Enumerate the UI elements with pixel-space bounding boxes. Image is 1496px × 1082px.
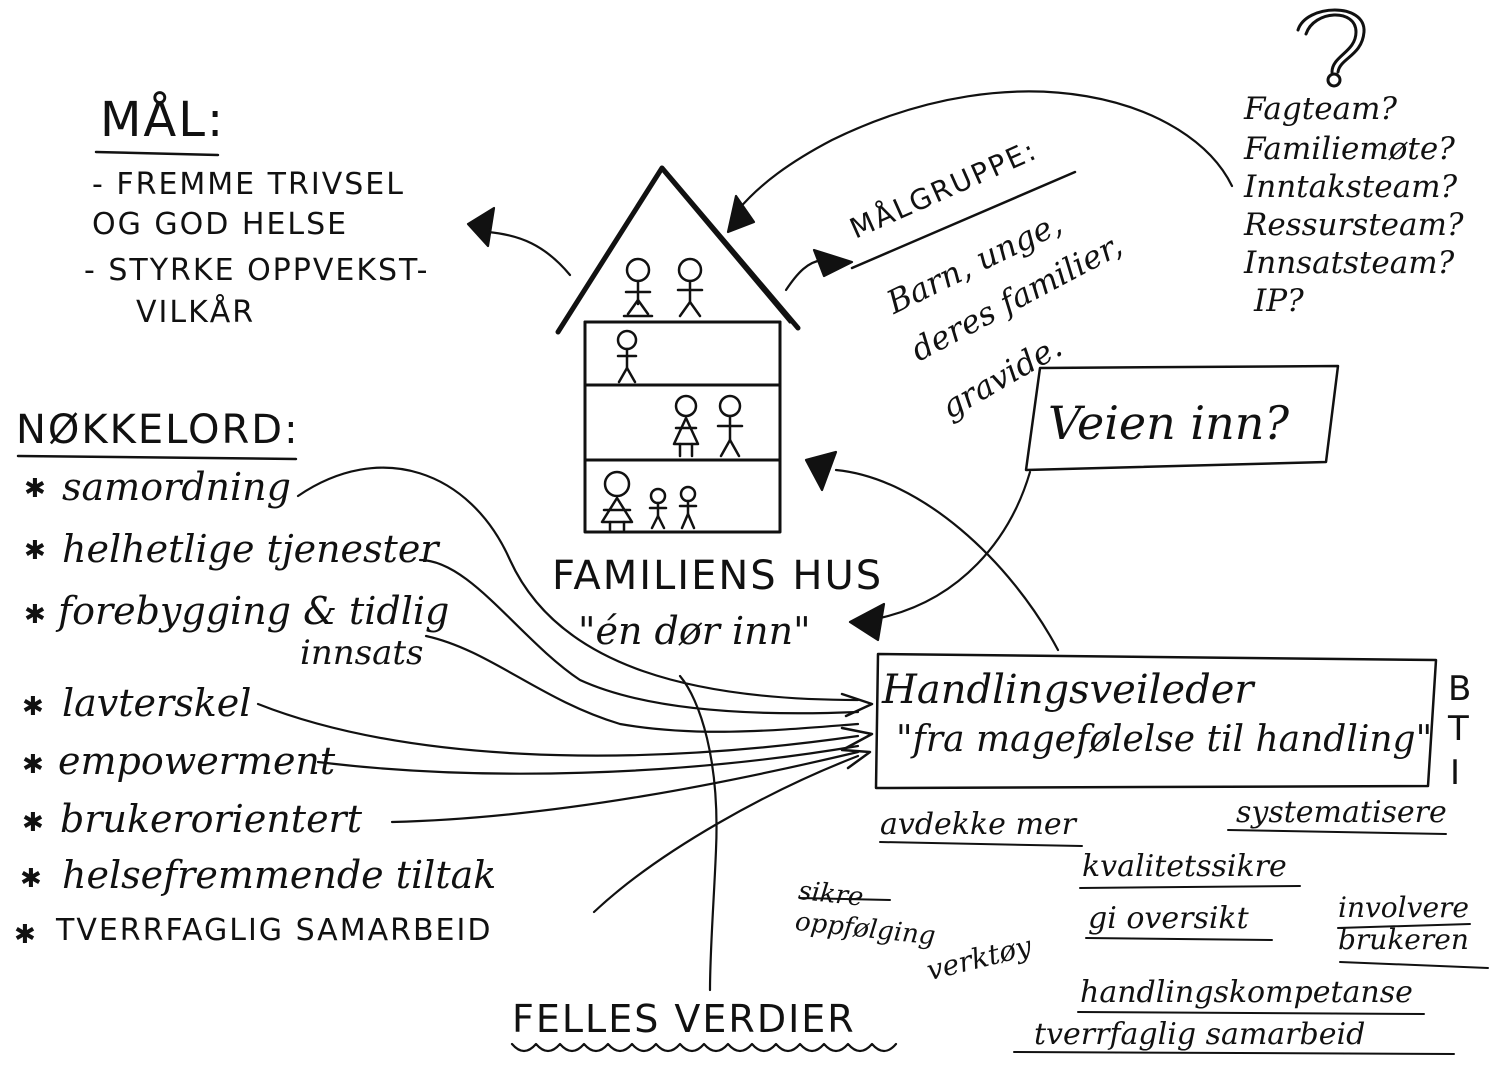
arrow-entry-to-door <box>878 470 1032 620</box>
arrowhead-icon <box>466 206 496 248</box>
star-bullet-icon: ✱ <box>22 692 44 722</box>
line-shared-values <box>678 674 718 992</box>
house-roof <box>555 165 801 335</box>
figure-icon <box>622 257 654 318</box>
star-bullet-icon: ✱ <box>22 750 44 780</box>
house-subtitle: "én dør inn" <box>578 609 811 653</box>
figure-icon <box>678 485 698 530</box>
arrow-keyword-tverrfaglig <box>592 754 860 914</box>
benefit-item: avdekke mer <box>880 807 1076 842</box>
entry-box <box>1024 364 1340 472</box>
keywords-title-underline <box>16 454 298 461</box>
benefit-item: systematisere <box>1236 795 1447 830</box>
arrowhead-icon <box>726 194 756 234</box>
question-mark-icon <box>1296 8 1366 88</box>
figure-icon <box>600 470 634 532</box>
benefit-item: handlingskompetanse <box>1080 975 1413 1010</box>
keyword-item: innsats <box>300 633 424 673</box>
entry-label: Veien inn? <box>1048 396 1290 450</box>
keyword-item: helhetlige tjenester <box>62 527 439 571</box>
keyword-item: empowerment <box>58 739 336 783</box>
star-bullet-icon: ✱ <box>14 920 36 950</box>
house-ridge-edge <box>662 170 792 324</box>
figure-icon <box>648 487 668 530</box>
benefit-item: tverrfaglig samarbeid <box>1034 1017 1366 1052</box>
keywords-title: NØKKELORD: <box>16 407 300 453</box>
star-bullet-icon: ✱ <box>20 864 42 894</box>
goal-item: VILKÅR <box>136 295 256 330</box>
arrowhead-icon <box>804 450 838 492</box>
arrow-keyword-helhetlige <box>418 558 860 715</box>
benefit-item: kvalitetssikre <box>1082 849 1287 884</box>
arrow-questions-to-house <box>736 90 1234 212</box>
question-item: Inntaksteam? <box>1244 169 1458 205</box>
star-bullet-icon: ✱ <box>24 536 46 566</box>
star-bullet-icon: ✱ <box>22 808 44 838</box>
benefit-item: gi oversikt <box>1088 901 1249 936</box>
keyword-item: lavterskel <box>62 681 252 725</box>
figure-icon <box>672 394 700 458</box>
keyword-item: brukerorientert <box>60 797 362 841</box>
benefit-item: involvere brukeren <box>1338 891 1469 957</box>
arrow-keyword-forebygging <box>424 634 860 733</box>
benefit-underlines <box>799 829 1489 1055</box>
house-walls <box>583 320 782 534</box>
goal-item: - STYRKE OPPVEKST- <box>84 253 430 288</box>
arrowheads-fan-icon <box>840 692 874 770</box>
goal-item: OG GOD HELSE <box>92 207 349 242</box>
goal-item: - FREMME TRIVSEL <box>92 167 405 202</box>
figure-icon <box>616 329 638 384</box>
figure-icon <box>676 257 704 318</box>
figure-icon <box>716 394 744 458</box>
guide-side-letter: T <box>1448 709 1469 749</box>
question-item: Fagteam? <box>1244 91 1398 127</box>
target-title-underline <box>850 170 1077 270</box>
star-bullet-icon: ✱ <box>24 474 46 504</box>
guide-title: Handlingsveileder <box>882 667 1254 713</box>
arrow-keyword-samordning <box>296 466 860 702</box>
keyword-item: TVERRFAGLIG SAMARBEID <box>56 913 493 948</box>
guide-side-letter: I <box>1450 753 1461 793</box>
question-item: Familiemøte? <box>1244 131 1455 167</box>
guide-subtitle: "fra magefølelse til handling" <box>896 719 1433 760</box>
question-item: IP? <box>1254 283 1304 319</box>
question-item: Innsatsteam? <box>1244 245 1455 281</box>
keyword-item: forebygging & tidlig <box>58 589 450 633</box>
family-figures <box>600 257 744 532</box>
arrowhead-icon <box>812 248 854 278</box>
arrow-guide-to-house <box>834 468 1060 652</box>
arrow-keyword-brukerorientert <box>390 750 860 824</box>
house-title: FAMILIENS HUS <box>552 553 884 599</box>
guide-side-letter: B <box>1448 669 1472 709</box>
goal-title-underline <box>94 150 220 157</box>
arrow-keyword-empowerment <box>316 744 860 775</box>
arrows <box>256 90 1234 992</box>
star-bullet-icon: ✱ <box>24 600 46 630</box>
arrow-house-to-goal <box>486 230 572 277</box>
arrow-keyword-lavterskel <box>256 702 860 757</box>
shared-values-label: FELLES VERDIER <box>512 997 856 1041</box>
arrow-house-to-targetgroup <box>784 258 824 292</box>
guide-box <box>874 652 1438 790</box>
arrowhead-icon <box>848 602 886 642</box>
house-drawing <box>555 165 801 534</box>
keyword-item: samordning <box>62 465 291 509</box>
keyword-item: helsefremmende tiltak <box>62 853 497 897</box>
question-item: Ressursteam? <box>1244 207 1464 243</box>
goal-title: MÅL: <box>100 92 226 148</box>
shared-values-wavy-underline <box>510 1042 898 1053</box>
